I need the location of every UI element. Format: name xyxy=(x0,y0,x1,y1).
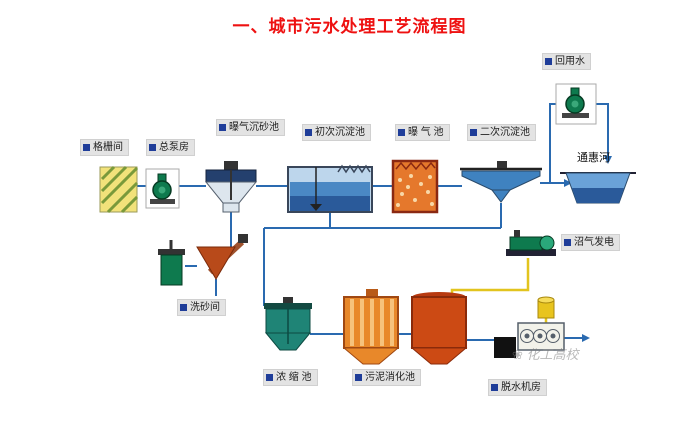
label-secondary-sedimentation: 二次沉淀池 xyxy=(467,124,536,141)
label-text: 曝 气 池 xyxy=(408,127,444,138)
sand-classifier-unit xyxy=(196,234,248,280)
label-primary-sedimentation: 初次沉淀池 xyxy=(302,124,371,141)
label-text: 回用水 xyxy=(555,56,585,67)
label-grit-chamber: 曝气沉砂池 xyxy=(216,119,285,136)
sand-washer-unit xyxy=(158,240,185,286)
label-bullet-icon xyxy=(491,384,498,391)
label-bullet-icon xyxy=(305,129,312,136)
label-text: 脱水机房 xyxy=(501,382,541,393)
watermark: ❀ 化工高校 xyxy=(512,344,579,363)
label-text: 曝气沉砂池 xyxy=(229,122,279,133)
label-thickening-tank: 浓 缩 池 xyxy=(263,369,318,386)
label-bullet-icon xyxy=(180,304,187,311)
flow-arrow-icons xyxy=(564,156,612,342)
digestion-tank-a xyxy=(342,289,400,365)
label-grid-room: 格栅间 xyxy=(80,139,129,156)
label-river-name: 通惠河 xyxy=(577,152,610,164)
label-aeration-tank: 曝 气 池 xyxy=(395,124,450,141)
reuse-pump-unit xyxy=(555,83,597,125)
label-digestion-tank: 污泥消化池 xyxy=(352,369,421,386)
label-text: 总泵房 xyxy=(159,142,189,153)
label-text: 浓 缩 池 xyxy=(276,372,312,383)
digestion-tank-b xyxy=(410,292,468,365)
thickening-tank-unit xyxy=(264,297,312,351)
label-bullet-icon xyxy=(470,129,477,136)
label-bullet-icon xyxy=(545,58,552,65)
label-bullet-icon xyxy=(83,144,90,151)
label-bullet-icon xyxy=(398,129,405,136)
aeration-tank-unit xyxy=(391,159,439,214)
dewatering-unit xyxy=(494,322,565,358)
bar-screen-unit xyxy=(99,165,139,214)
river-unit xyxy=(560,172,636,204)
watermark-flower-icon: ❀ xyxy=(512,347,523,362)
polymer-tank-unit xyxy=(537,296,555,319)
label-sand-wash: 洗砂间 xyxy=(177,299,226,316)
label-reuse-water: 回用水 xyxy=(542,53,591,70)
watermark-text: 化工高校 xyxy=(526,347,579,362)
label-pump-house: 总泵房 xyxy=(146,139,195,156)
label-bullet-icon xyxy=(219,124,226,131)
label-bullet-icon xyxy=(266,374,273,381)
label-dewatering-room: 脱水机房 xyxy=(488,379,547,396)
label-bullet-icon xyxy=(149,144,156,151)
primary-sedimentation-unit xyxy=(287,164,373,213)
main-pump-unit xyxy=(145,168,180,209)
label-text: 污泥消化池 xyxy=(365,372,415,383)
label-text: 沼气发电 xyxy=(574,237,614,248)
biogas-generator-unit xyxy=(506,230,556,256)
label-text: 初次沉淀池 xyxy=(315,127,365,138)
label-text: 洗砂间 xyxy=(190,302,220,313)
page-title: 一、城市污水处理工艺流程图 xyxy=(232,17,467,36)
label-text: 格栅间 xyxy=(93,142,123,153)
label-bullet-icon xyxy=(564,239,571,246)
pipe-lines xyxy=(137,103,609,341)
grit-chamber-unit xyxy=(204,161,258,213)
secondary-sedimentation-unit xyxy=(460,161,542,203)
label-bullet-icon xyxy=(355,374,362,381)
label-text: 二次沉淀池 xyxy=(480,127,530,138)
label-biogas-power: 沼气发电 xyxy=(561,234,620,251)
